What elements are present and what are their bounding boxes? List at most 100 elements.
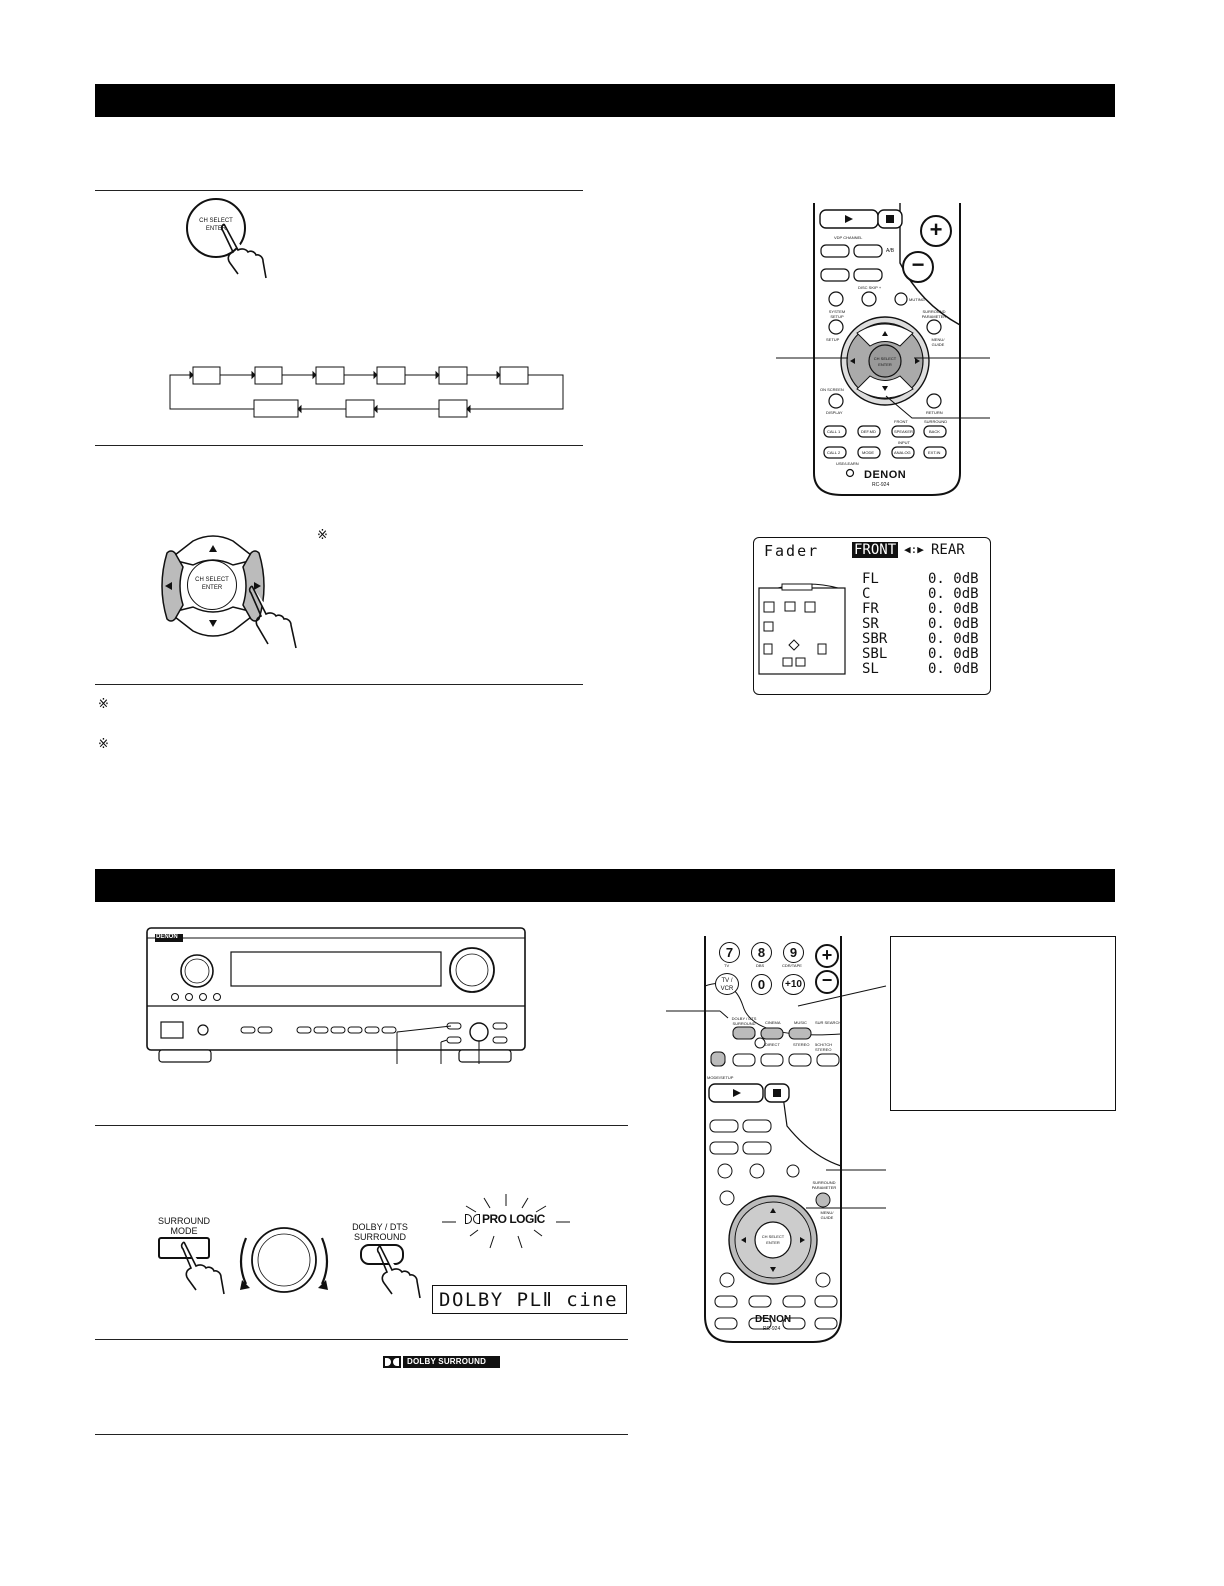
disc-skip-label: DISC SKIP + — [858, 285, 882, 290]
enter-label: ENTER — [766, 1240, 780, 1245]
muting-label: MUTING — [909, 297, 925, 302]
volume-down-button[interactable]: − — [815, 970, 839, 994]
call1-label: CALL 1 — [827, 429, 841, 434]
channel-level: 0. 0dB — [928, 661, 979, 677]
model-label: RC-924 — [872, 482, 890, 488]
setup-label: SETUP — [826, 337, 840, 342]
pro-logic-indicator: PRO LOGIC — [482, 1212, 545, 1226]
step-divider — [95, 684, 583, 685]
speaker-label: SPEAKER — [894, 429, 913, 434]
mode-label: MODE — [862, 450, 874, 455]
note-box — [890, 936, 1116, 1111]
section-header-bar-bottom — [95, 869, 1115, 902]
reference-mark: ※ — [98, 737, 109, 752]
channel-name: FR — [862, 601, 879, 617]
osd-row: FL 0. 0dB — [862, 571, 982, 587]
dolby-dts-surround-button[interactable] — [360, 1244, 404, 1265]
channel-name: SBR — [862, 631, 888, 647]
key-0-button[interactable]: 0 — [751, 974, 772, 995]
tv-vcr-button[interactable]: TV / VCR — [715, 973, 739, 995]
key-9-button[interactable]: 9 — [783, 942, 804, 963]
fl-display: DOLBY PLⅡ cine — [432, 1285, 627, 1314]
mode-setup-label: MODE/SETUP — [707, 1075, 734, 1080]
channel-level: 0. 0dB — [928, 631, 979, 647]
brand-logo: DENON — [864, 469, 907, 481]
osd-row: SBR 0. 0dB — [862, 631, 982, 647]
pressing-hand-icon — [180, 1241, 225, 1295]
display-label: DISPLAY — [826, 410, 843, 415]
button-label: ENTER — [205, 226, 227, 232]
callout-lines — [666, 985, 887, 1209]
def-mode-label: DEF.MD — [861, 429, 876, 434]
channel-name: C — [862, 586, 871, 602]
channel-cycle-diagram — [169, 366, 564, 418]
dolby-dts-label: DOLBY / DTS SURROUND — [348, 1222, 412, 1242]
analog-label: ANALOG — [894, 450, 911, 455]
input-label: INPUT — [898, 440, 910, 445]
brand-logo: DENON — [755, 1314, 792, 1325]
label-line: SURROUND — [353, 1232, 406, 1242]
ch-select-enter-center-button[interactable]: CH SELECT ENTER — [187, 560, 237, 610]
volume-up-button[interactable]: + — [815, 944, 839, 968]
tv-label: TV — [724, 963, 730, 968]
reference-mark: ※ — [98, 697, 109, 712]
cdr-tape-label: CDR/TAPE — [782, 963, 802, 968]
remote-control-bottom: 7 8 9 0 +10 TV / VCR TV DBS CDR/TAPE + −… — [703, 936, 843, 1344]
button-label: CH SELECT — [195, 577, 229, 583]
ch-select-enter-button[interactable]: CH SELECT ENTER — [186, 198, 246, 258]
channel-level: 0. 0dB — [928, 646, 979, 662]
flashing-rays-icon — [442, 1194, 570, 1249]
fl-display-text: DOLBY PLⅡ cine — [439, 1289, 619, 1311]
ch-select-label: CH SELECT — [761, 1234, 785, 1239]
key-7-button[interactable]: 7 — [719, 942, 740, 963]
osd-title: Fader — [764, 542, 820, 560]
channel-name: FL — [862, 571, 879, 587]
key-plus10-button[interactable]: +10 — [782, 974, 805, 995]
vdp-channel-label: VDP CHANNEL — [834, 235, 863, 240]
pressing-hand-icon — [376, 1245, 421, 1299]
receiver-brand-logo: DENON — [156, 934, 178, 940]
pressing-hand-icon — [248, 585, 297, 649]
sur-search-label: SUR SEARCH — [815, 1020, 842, 1025]
cursor-pad: CH SELECT ENTER — [153, 527, 273, 645]
step-divider — [95, 1125, 628, 1126]
menu-guide-label: MENU/ GUIDE — [820, 1210, 834, 1220]
osd-arrows: ◀:▶ — [904, 543, 924, 556]
dolby-dts-label: DOLBY / DTS SURROUND — [731, 1016, 757, 1026]
volume-up-button[interactable]: + — [920, 215, 952, 247]
surround-parameter-label: SURROUND PARAMETER — [811, 1180, 837, 1190]
surround-mode-button[interactable] — [158, 1237, 210, 1259]
key-8-button[interactable]: 8 — [751, 942, 772, 963]
enter-label: ENTER — [878, 362, 892, 367]
label-line: DOLBY / DTS — [352, 1222, 408, 1232]
back-label: BACK — [929, 429, 940, 434]
model-label: RC-924 — [763, 1326, 781, 1332]
ch-select-label: CH SELECT — [873, 356, 897, 361]
return-label: RETURN — [926, 410, 943, 415]
reference-mark: ※ — [317, 528, 328, 543]
call2-label: CALL 2 — [827, 450, 841, 455]
menu-guide-label: MENU/ GUIDE — [931, 337, 945, 347]
volume-down-button[interactable]: − — [902, 251, 934, 283]
step-divider — [95, 1339, 628, 1340]
channel-level: 0. 0dB — [928, 616, 979, 632]
cinema-label: CINEMA — [765, 1020, 781, 1025]
receiver-front-panel: DENON — [145, 926, 527, 1066]
speaker-layout-icon — [758, 583, 846, 675]
front-label: FRONT — [894, 419, 908, 424]
rotary-knob-icon — [239, 1227, 329, 1293]
surround-mode-label: SURROUND MODE — [152, 1216, 216, 1236]
channel-name: SL — [862, 661, 879, 677]
logo-text: DOLBY SURROUND — [407, 1357, 487, 1366]
label-line: SURROUND — [157, 1216, 210, 1226]
system-setup-label: SYSTEM SETUP — [828, 309, 846, 319]
remote-control-top: + − VDP CHANNEL A/B DISC SKIP + MUTING S… — [812, 203, 962, 496]
use-learn-label: USE/LEARN — [836, 461, 859, 466]
step-divider — [95, 445, 583, 446]
channel-level: 0. 0dB — [928, 571, 979, 587]
direct-label: DIRECT — [765, 1042, 780, 1047]
